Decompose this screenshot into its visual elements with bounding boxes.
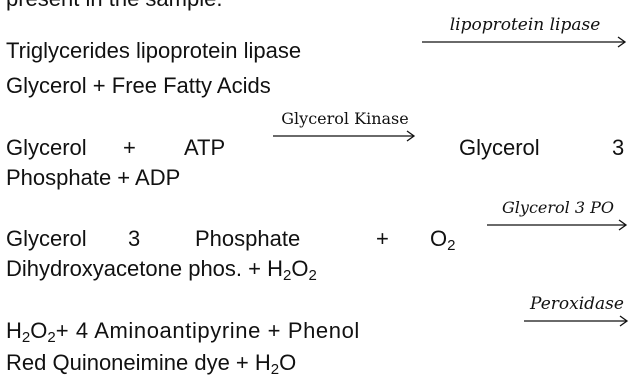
reaction-3-plus: + [376,226,389,251]
reaction-1-line-2: Glycerol + Free Fatty Acids [6,73,271,98]
reaction-2-word-glycerol-2: Glycerol [459,135,540,160]
reaction-2-enzyme: Glycerol Kinase [281,109,409,128]
reaction-2-word-atp: ATP [184,135,226,160]
top-fragment-text: present in the sample. [6,0,222,12]
reaction-3-word-glycerol: Glycerol [6,226,87,251]
reaction-3-enzyme: Glycerol 3 PO [502,198,614,217]
hydrogen-symbol: H [6,318,22,343]
oxygen-symbol: O [279,350,297,375]
reaction-3-arrow: Glycerol 3 PO [487,198,629,232]
reaction-4-line-2: Red Quinoneimine dye + H2O [6,350,297,378]
reaction-1-enzyme: lipoprotein lipase [449,15,601,35]
reaction-1-arrow: lipoprotein lipase [422,15,628,49]
subscript: 2 [21,329,31,346]
reaction-4-reactants-text: + 4 Aminoantipyrine + Phenol [55,318,360,343]
reaction-4-line-1: H2O2+ 4 Aminoantipyrine + Phenol [6,318,360,346]
reaction-2-line-2: Phosphate + ADP [6,165,181,190]
subscript: 2 [47,329,56,346]
reaction-2-number-3: 3 [612,135,625,160]
oxygen-symbol: O [30,318,48,343]
right-arrow-icon [524,314,630,328]
reaction-3-oxygen: O2 [430,226,456,254]
reaction-2-plus: + [123,135,136,160]
reaction-3-number-3: 3 [128,226,141,251]
reaction-4-enzyme: Peroxidase [530,294,624,314]
subscript: 2 [270,361,280,378]
right-arrow-icon [487,218,629,232]
oxygen-symbol: O [291,256,309,281]
subscript: 2 [283,267,292,284]
reaction-4-arrow: Peroxidase [524,294,630,328]
reaction-3-line-2: Dihydroxyacetone phos. + H2O2 [6,256,317,284]
oxygen-symbol: O [430,226,448,251]
right-arrow-icon [273,129,417,143]
reaction-1-line-1: Triglycerides lipoprotein lipase [6,38,302,63]
subscript: 2 [308,267,317,284]
right-arrow-icon [422,35,628,49]
oxygen-subscript: 2 [447,237,456,254]
reaction-4-products-text: Red Quinoneimine dye + H [6,350,271,375]
reaction-3-products-text: Dihydroxyacetone phos. + H [6,256,283,281]
reaction-3-word-phosphate: Phosphate [195,226,301,251]
reaction-2-arrow: Glycerol Kinase [273,109,417,143]
reaction-2-word-glycerol: Glycerol [6,135,87,160]
